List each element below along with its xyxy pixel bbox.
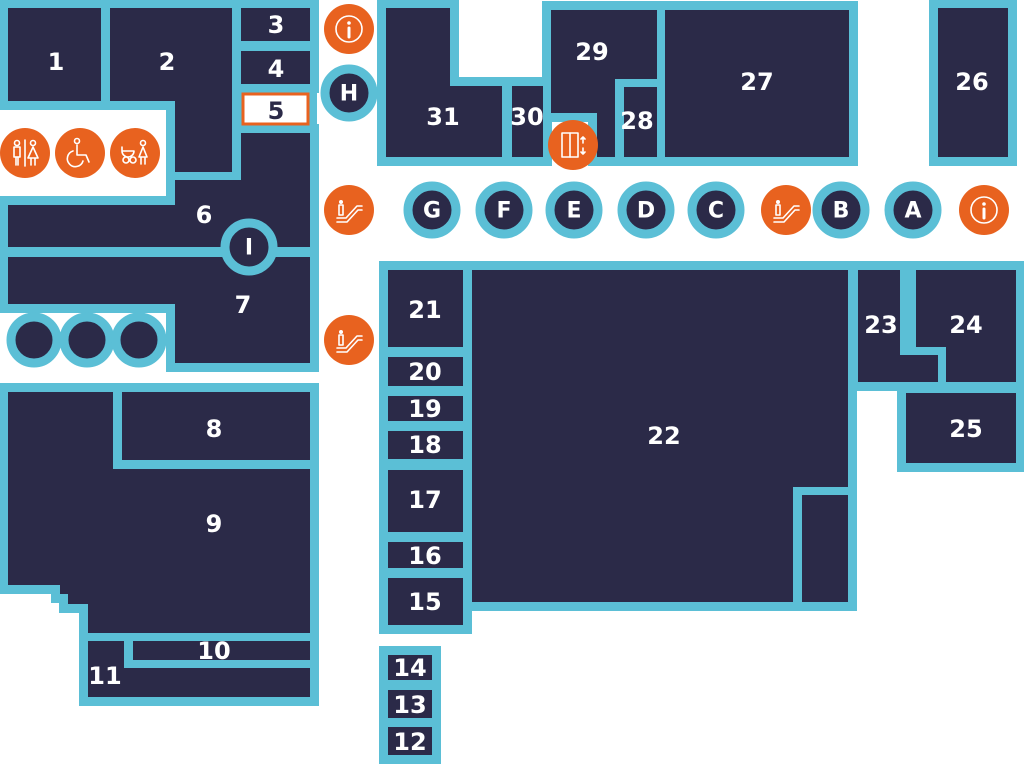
unit-unnumbered[interactable] [802,495,848,602]
unit-label: 22 [647,422,680,450]
unit-label: 21 [408,296,441,324]
elevator-icon[interactable] [548,120,598,170]
accessible-icon[interactable] [55,128,105,178]
unit-label: 2 [159,48,176,76]
unit-6[interactable] [8,133,310,247]
unit-label: 8 [206,415,223,443]
gate-e[interactable]: E [545,181,603,239]
gate-label: H [340,82,358,107]
gate-label: I [245,236,253,261]
unit-9[interactable] [8,392,310,633]
gate-label: D [637,199,655,224]
gate-label: E [566,199,581,224]
unit-14[interactable] [388,655,432,680]
gate-h[interactable]: H [320,64,378,122]
unit-label: 16 [408,542,441,570]
unit-label: 11 [88,662,121,690]
unit-label: 12 [393,728,426,756]
gate-g[interactable]: G [403,181,461,239]
unit-17[interactable] [388,470,463,532]
unit-label: 1 [48,48,65,76]
unit-label: 3 [268,11,285,39]
unit-label: 28 [620,107,653,135]
gate-b[interactable]: B [812,181,870,239]
unit-12[interactable] [388,727,432,755]
unit-label: 29 [575,38,608,66]
gate-c[interactable]: C [687,181,745,239]
unit-30[interactable] [512,86,543,157]
unit-21[interactable] [388,270,463,347]
unit-label: 24 [949,311,982,339]
unit-28[interactable] [624,87,657,157]
unit-label: 9 [206,510,223,538]
baby-change-icon[interactable] [110,128,160,178]
gate-label: B [833,199,850,224]
unit-label: 20 [408,358,441,386]
unit-20[interactable] [388,357,463,386]
unit-3[interactable] [241,8,310,41]
unit-label: 17 [408,486,441,514]
unit-label: 27 [740,68,773,96]
unit-10[interactable] [133,641,310,660]
gate-label: C [708,199,724,224]
gate-label: G [423,199,441,224]
unit-label: 4 [268,55,285,83]
unit-label: 10 [197,637,230,665]
unit-label: 14 [393,654,426,682]
gate-circle[interactable] [6,312,62,368]
unit-27[interactable] [665,10,849,157]
unit-23[interactable] [858,270,938,382]
unit-8[interactable] [122,392,310,460]
gate-f[interactable]: F [475,181,533,239]
unit-13[interactable] [388,690,432,718]
unit-label: 5 [268,97,285,125]
gate-circle[interactable] [111,312,167,368]
unit-label: 15 [408,588,441,616]
unit-4[interactable] [241,51,310,84]
unit-1[interactable] [8,8,101,101]
unit-26[interactable] [938,8,1008,157]
gate-a[interactable]: A [884,181,942,239]
unit-label: 25 [949,415,982,443]
unit-29[interactable] [551,10,657,157]
unit-16[interactable] [388,542,463,568]
unit-label: 6 [196,201,213,229]
escalator-icon[interactable] [324,315,374,365]
restroom-icon[interactable] [0,128,50,178]
unit-label: 26 [955,68,988,96]
info-icon[interactable] [959,185,1009,235]
unit-19[interactable] [388,396,463,421]
gate-label: F [496,199,511,224]
unit-5[interactable] [241,92,310,126]
unit-label: 30 [510,103,543,131]
unit-7[interactable] [8,257,310,363]
gate-d[interactable]: D [617,181,675,239]
unit-label: 19 [408,395,441,423]
unit-11[interactable] [88,641,310,697]
unit-label: 18 [408,431,441,459]
gate-label: A [904,199,921,224]
info-icon[interactable] [324,4,374,54]
gate-i[interactable]: I [220,218,278,276]
unit-31[interactable] [386,8,502,157]
escalator-icon[interactable] [761,185,811,235]
unit-15[interactable] [388,578,463,625]
unit-label: 31 [426,103,459,131]
escalator-icon[interactable] [324,185,374,235]
unit-2[interactable] [110,8,232,172]
gate-circle[interactable] [59,312,115,368]
unit-18[interactable] [388,431,463,459]
unit-22[interactable] [472,270,848,602]
unit-label: 23 [864,311,897,339]
unit-25[interactable] [906,393,1016,463]
unit-label: 7 [235,291,252,319]
unit-24[interactable] [916,270,1016,382]
unit-label: 13 [393,691,426,719]
